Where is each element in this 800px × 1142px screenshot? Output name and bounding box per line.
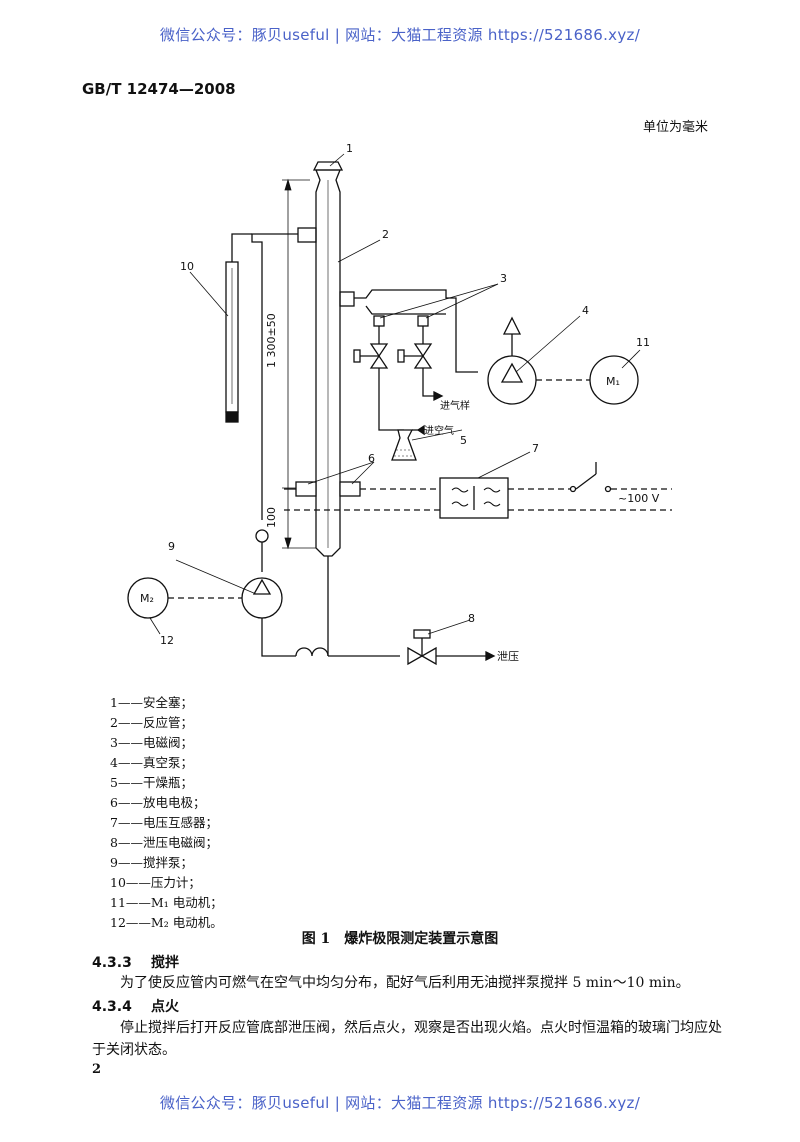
motor-m1 [589, 355, 639, 405]
motor-m2-label: M₂ [140, 592, 154, 605]
legend-item: 1——安全塞； [110, 695, 193, 710]
unit-note: 单位为毫米 [642, 120, 708, 135]
legend-item: 10——压力计； [110, 875, 201, 890]
section-4-3-4-text-line1: 停止搅拌后打开反应管底部泄压阀，然后点火，观察是否出现火焰。点火时恒温箱的玻璃门… [120, 1020, 722, 1036]
vacuum-pump [487, 316, 590, 405]
section-title: 点火 [150, 999, 179, 1015]
legend-item: 2——反应管； [110, 715, 193, 730]
solenoid-valve-b [397, 343, 433, 369]
legend-item: 12——M₂ 电动机。 [110, 915, 223, 930]
legend: 1——安全塞； 2——反应管； 3——电磁阀； 4——真空泵； 5——干燥瓶； … [110, 692, 223, 932]
callout-4: 4 [582, 304, 589, 317]
section-4-3-3-text: 为了使反应管内可燃气在空气中均匀分布，配好气后利用无油搅拌泵搅拌 5 min～1… [120, 975, 690, 991]
section-4-3-4-text-line2: 于关闭状态。 [92, 1042, 176, 1058]
side-port-upper [297, 227, 317, 243]
reaction-tube [315, 169, 341, 557]
label-sample-in: 进气样 [440, 399, 470, 412]
watermark-bottom: 微信公众号：豚贝useful | 网站：大猫工程资源 https://52168… [159, 1094, 641, 1112]
section-number: 4.3.4 [92, 999, 132, 1015]
standard-id: GB/T 12474—2008 [82, 80, 236, 98]
callout-12: 12 [160, 634, 174, 647]
stirring-pump [241, 556, 400, 657]
figure-caption: 图 1 爆炸极限测定装置示意图 [301, 931, 499, 947]
legend-item: 6——放电电极； [110, 795, 206, 810]
legend-item: 11——M₁ 电动机； [110, 895, 223, 910]
voltage-transformer [439, 462, 672, 519]
section-4-3-4-heading: 4.3.4 点火 [92, 996, 179, 1016]
callout-10: 10 [180, 260, 194, 273]
label-voltage: ~100 V [618, 492, 660, 505]
drying-bottle [378, 420, 425, 461]
section-number: 4.3.3 [92, 955, 132, 971]
legend-item: 5——干燥瓶； [110, 775, 193, 790]
dimension-height [282, 178, 316, 550]
label-pressure-release: 泄压 [497, 650, 519, 663]
label-air-in: 进空气 [424, 424, 454, 437]
dim-height-label: 1 300±50 [265, 313, 278, 368]
callout-7: 7 [532, 442, 539, 455]
apparatus-diagram: 1 300±50 100 M₂ 泄 [127, 142, 672, 666]
callout-8: 8 [468, 612, 475, 625]
legend-item: 9——搅拌泵； [110, 855, 193, 870]
manometer [225, 261, 239, 423]
section-title: 搅拌 [150, 955, 179, 971]
solenoid-valve-a [353, 343, 389, 369]
section-4-3-3-heading: 4.3.3 搅拌 [92, 952, 179, 972]
legend-item: 3——电磁阀； [110, 735, 193, 750]
gauge-link [231, 233, 252, 262]
legend-item: 8——泄压电磁阀； [110, 835, 218, 850]
motor-m1-label: M₁ [606, 375, 620, 388]
gauge-line [251, 233, 298, 500]
motor-m2 [127, 577, 242, 619]
callout-1: 1 [346, 142, 353, 155]
watermark-top: 微信公众号：豚贝useful | 网站：大猫工程资源 https://52168… [159, 26, 641, 44]
pressure-release-valve [407, 629, 496, 666]
legend-item: 4——真空泵； [110, 755, 193, 770]
callout-numbers: 1 2 3 4 5 6 7 8 9 10 11 12 [160, 142, 650, 647]
callout-2: 2 [382, 228, 389, 241]
side-port-right [339, 291, 355, 307]
page-number: 2 [92, 1062, 102, 1077]
safety-plug [312, 161, 344, 171]
callout-9: 9 [168, 540, 175, 553]
dim-bottom-label: 100 [265, 507, 278, 528]
callout-6: 6 [368, 452, 375, 465]
vacuum-line [354, 289, 478, 373]
callout-11: 11 [636, 336, 650, 349]
callout-5: 5 [460, 434, 467, 447]
callout-3: 3 [500, 272, 507, 285]
legend-item: 7——电压互感器； [110, 815, 218, 830]
callout-leaders [149, 153, 641, 635]
discharge-electrodes [284, 481, 440, 511]
